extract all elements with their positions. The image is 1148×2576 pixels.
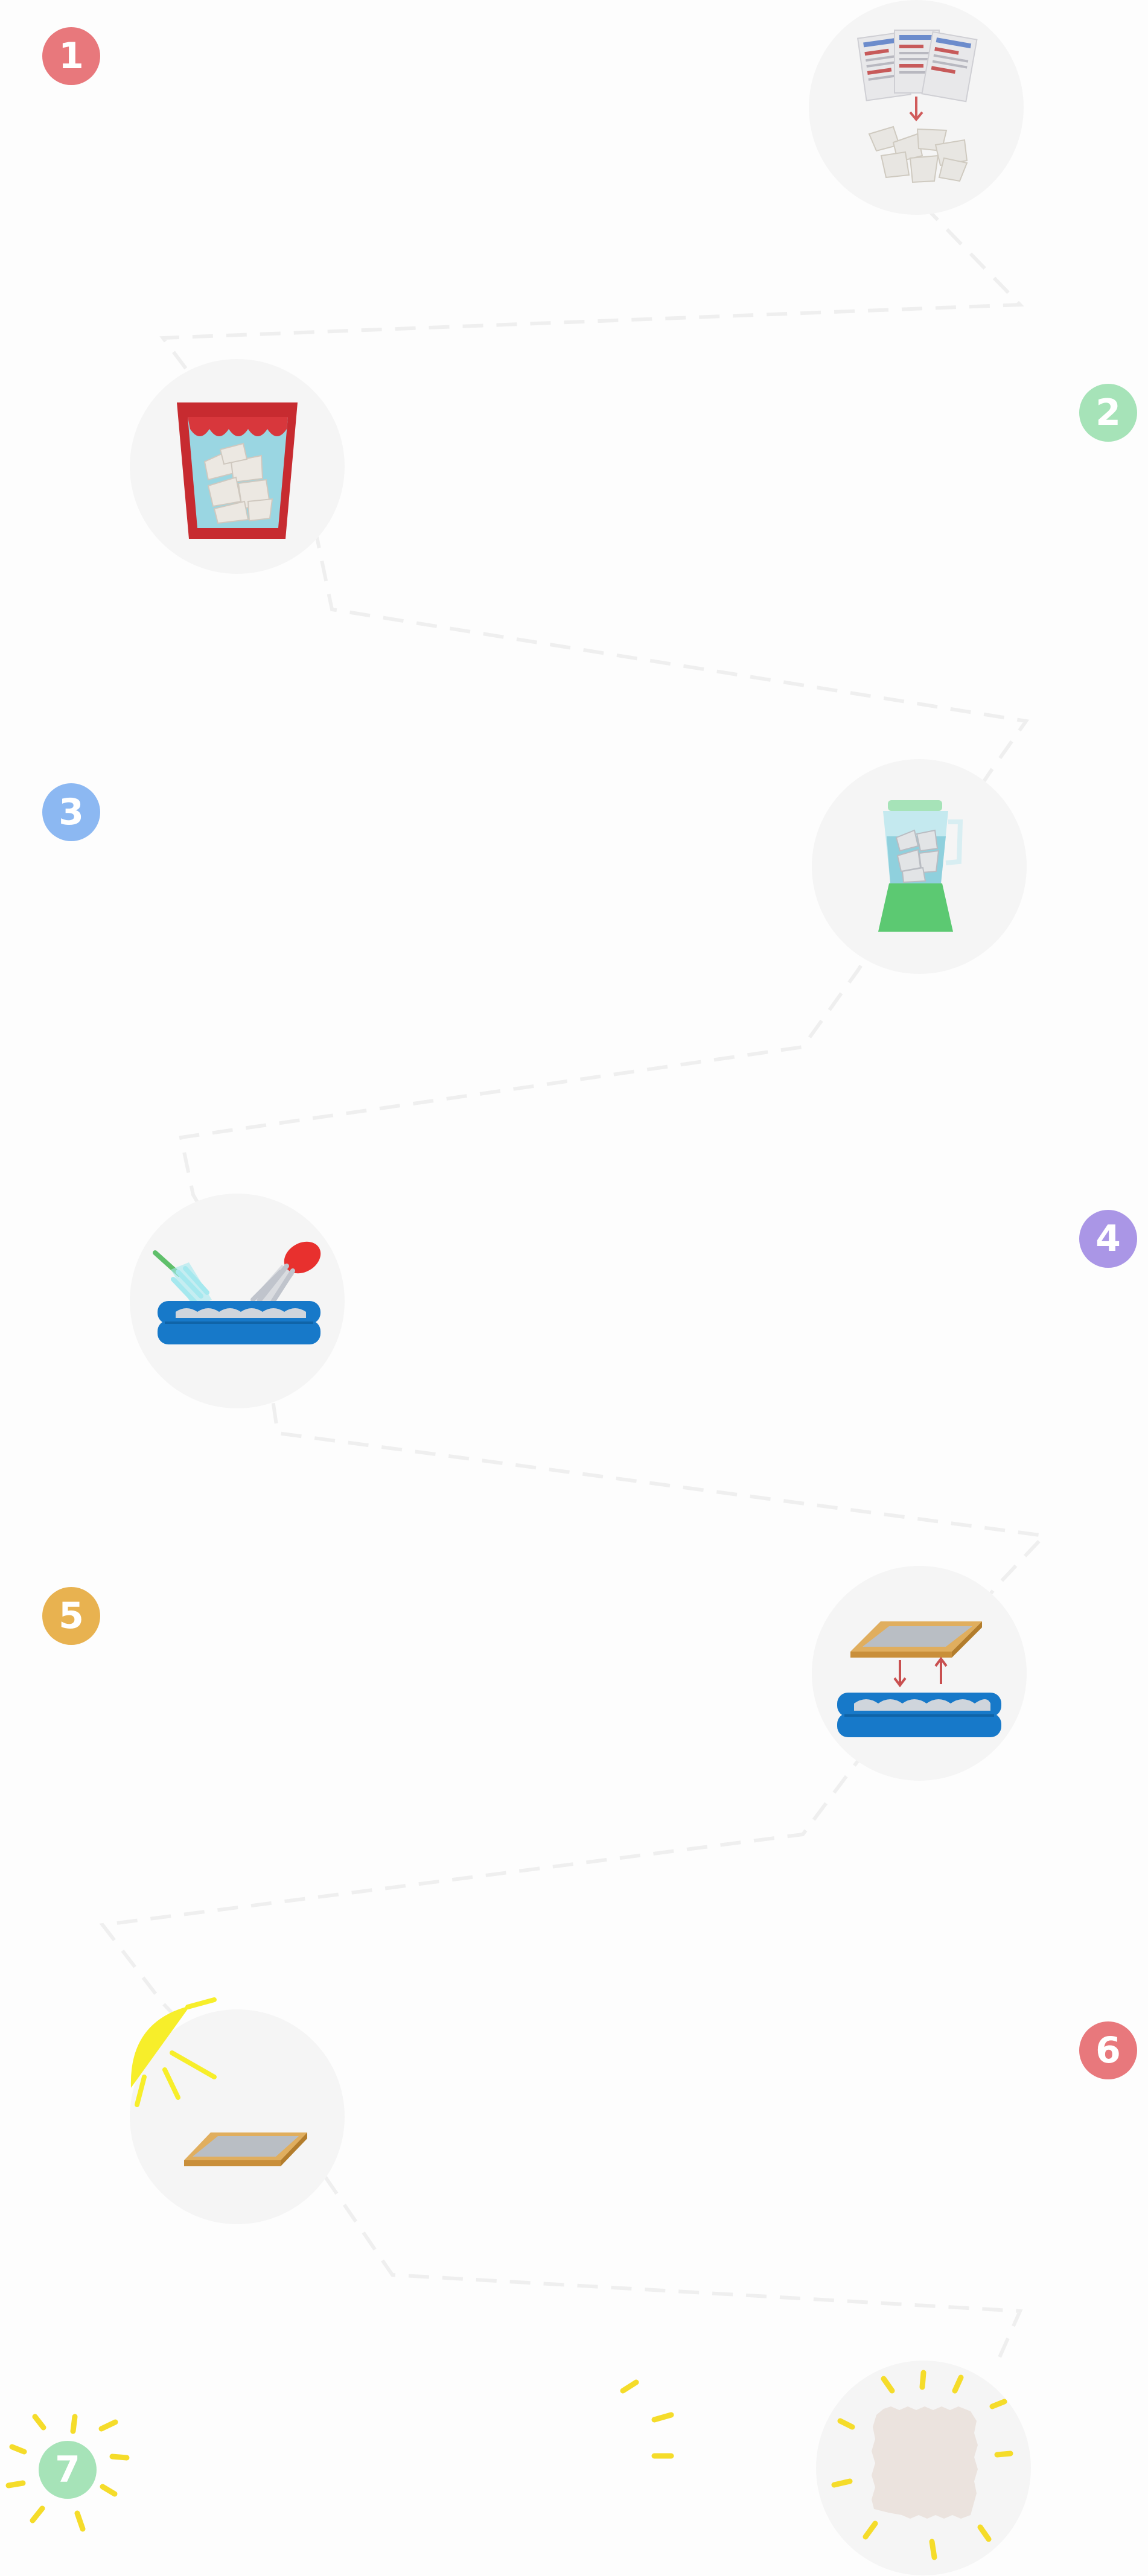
icon-circle-step-4 bbox=[130, 1194, 345, 1408]
step-badge-5: 5 bbox=[42, 1587, 100, 1645]
step-badge-7: 7 bbox=[39, 2441, 97, 2499]
shred-paper-icon bbox=[856, 30, 978, 183]
sparkle-burst-icon bbox=[5, 2414, 130, 2532]
icon-circle-step-6 bbox=[130, 1997, 345, 2224]
dip-screen-frame-in-tub-icon bbox=[837, 1621, 1001, 1737]
step-number: 6 bbox=[1095, 2029, 1121, 2072]
step-number: 3 bbox=[59, 791, 84, 833]
step-badge-1: 1 bbox=[42, 27, 100, 85]
step-badge-6: 6 bbox=[1079, 2021, 1137, 2079]
step-number: 4 bbox=[1095, 1218, 1121, 1260]
step-badge-4: 4 bbox=[1079, 1210, 1137, 1268]
sparkle-burst-icon bbox=[620, 2379, 674, 2459]
pour-pulp-into-tub-icon bbox=[153, 1241, 321, 1344]
blender-icon bbox=[878, 800, 963, 932]
step-badge-3: 3 bbox=[42, 783, 100, 841]
step-number: 5 bbox=[59, 1595, 84, 1637]
step-badge-2: 2 bbox=[1079, 384, 1137, 442]
icon-circle-step-5 bbox=[812, 1566, 1027, 1781]
finished-paper-sheet-icon bbox=[831, 2370, 1013, 2560]
step-number: 2 bbox=[1095, 392, 1121, 434]
step-number: 7 bbox=[55, 2449, 80, 2491]
sun-dry-frame-icon bbox=[130, 1997, 307, 2166]
step-number: 1 bbox=[59, 35, 84, 77]
icon-circle-step-1 bbox=[809, 0, 1024, 215]
icon-circle-step-2 bbox=[130, 359, 345, 574]
soak-paper-in-water-bucket-icon bbox=[177, 402, 298, 539]
icon-circle-step-3 bbox=[812, 759, 1027, 974]
icon-circle-step-7 bbox=[816, 2361, 1031, 2575]
